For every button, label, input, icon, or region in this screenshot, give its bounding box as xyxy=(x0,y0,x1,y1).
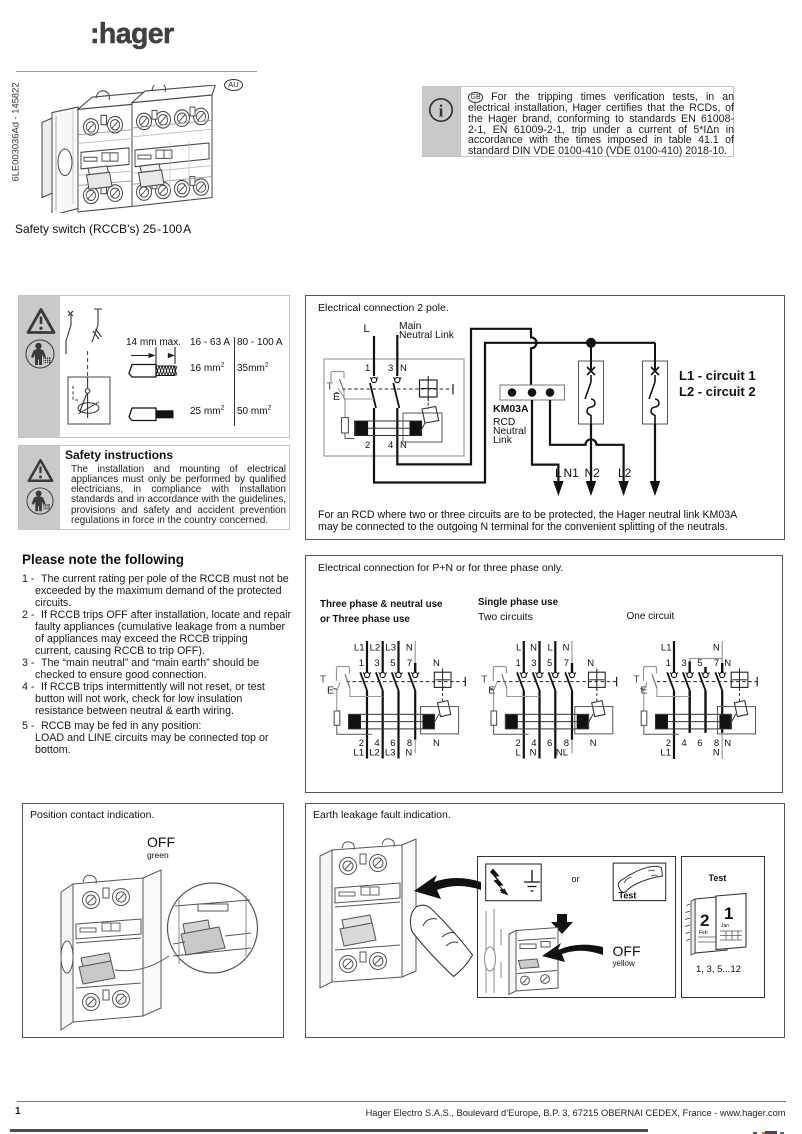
svg-text:6: 6 xyxy=(697,738,702,749)
svg-text:N: N xyxy=(563,643,570,654)
svg-text:N: N xyxy=(433,738,440,749)
svg-text:L1: L1 xyxy=(353,748,364,759)
svg-text:N: N xyxy=(713,643,720,654)
svg-text:8: 8 xyxy=(407,738,412,749)
svg-text:L3: L3 xyxy=(385,748,396,759)
svg-text:i: i xyxy=(439,102,444,121)
svg-text:4: 4 xyxy=(531,738,536,749)
svg-text:7: 7 xyxy=(407,658,412,669)
svg-text:2: 2 xyxy=(516,738,521,749)
svg-text:L1: L1 xyxy=(660,748,671,759)
svg-text:T: T xyxy=(481,674,488,686)
svg-text:4: 4 xyxy=(374,738,379,749)
svg-text:6: 6 xyxy=(547,738,552,749)
svg-text:Jan: Jan xyxy=(721,923,729,929)
svg-text:1: 1 xyxy=(516,658,521,669)
svg-text:N2: N2 xyxy=(585,466,601,480)
svg-text:7: 7 xyxy=(564,658,569,669)
svg-text:T: T xyxy=(327,381,334,393)
svg-text:Test: Test xyxy=(619,891,637,901)
svg-text:2: 2 xyxy=(365,440,370,451)
svg-text:E: E xyxy=(327,685,334,697)
svg-text:L1: L1 xyxy=(354,643,365,654)
svg-text:3: 3 xyxy=(681,658,686,669)
svg-text:N: N xyxy=(713,748,720,759)
svg-text:Feb: Feb xyxy=(699,930,708,936)
svg-text:N: N xyxy=(406,643,413,654)
svg-text:N: N xyxy=(530,748,537,759)
svg-text:L3: L3 xyxy=(385,643,396,654)
svg-text:2: 2 xyxy=(359,738,364,749)
svg-text:N: N xyxy=(724,738,731,749)
svg-text:L2: L2 xyxy=(370,643,381,654)
svg-text:L2: L2 xyxy=(369,748,380,759)
svg-text:T: T xyxy=(320,674,327,686)
svg-text:L1: L1 xyxy=(661,643,672,654)
svg-text:2: 2 xyxy=(666,738,671,749)
svg-text:L2: L2 xyxy=(618,466,632,480)
svg-text:T: T xyxy=(633,674,640,686)
svg-text:N: N xyxy=(724,658,731,669)
svg-text:N: N xyxy=(433,658,440,669)
svg-text:3: 3 xyxy=(374,658,379,669)
svg-text:4: 4 xyxy=(388,440,393,451)
svg-text:5: 5 xyxy=(697,658,702,669)
svg-text:L: L xyxy=(516,643,521,654)
svg-text:L: L xyxy=(548,643,553,654)
svg-text:1: 1 xyxy=(724,904,733,923)
svg-text:3: 3 xyxy=(531,658,536,669)
svg-text:6: 6 xyxy=(390,738,395,749)
svg-text:1: 1 xyxy=(359,658,364,669)
svg-text:E: E xyxy=(488,685,495,697)
svg-text:7: 7 xyxy=(714,658,719,669)
svg-text:N: N xyxy=(400,440,407,451)
svg-text:1: 1 xyxy=(365,363,370,374)
svg-text:N: N xyxy=(590,738,597,749)
svg-text:8: 8 xyxy=(714,738,719,749)
svg-text:L: L xyxy=(555,466,562,480)
svg-text:N1: N1 xyxy=(564,466,580,480)
svg-text:2: 2 xyxy=(700,911,709,930)
svg-text:N: N xyxy=(400,363,407,374)
svg-text:1: 1 xyxy=(666,658,671,669)
svg-text:NL: NL xyxy=(556,748,568,759)
svg-text:N: N xyxy=(405,748,412,759)
svg-text:8: 8 xyxy=(564,738,569,749)
svg-text:4: 4 xyxy=(681,738,686,749)
svg-text:N: N xyxy=(530,643,537,654)
svg-text:5: 5 xyxy=(547,658,552,669)
svg-text:E: E xyxy=(333,391,340,403)
svg-text:5: 5 xyxy=(390,658,395,669)
svg-text:N: N xyxy=(587,658,594,669)
svg-text:3: 3 xyxy=(388,363,393,374)
svg-text:L: L xyxy=(516,748,521,759)
